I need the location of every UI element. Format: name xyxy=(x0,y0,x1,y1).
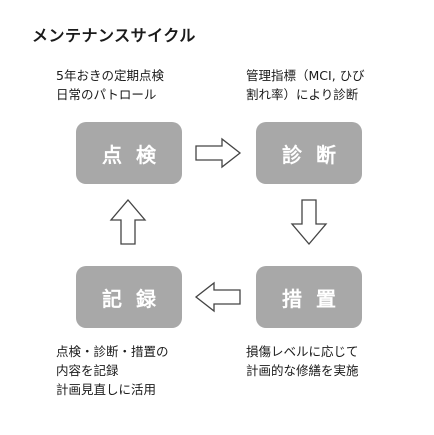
caption-line: 計画的な修繕を実施 xyxy=(246,363,359,378)
caption-line: 管理指標（MCI, ひび xyxy=(246,68,365,83)
caption-line: 5年おきの定期点検 xyxy=(56,68,164,83)
caption-diagnosis: 管理指標（MCI, ひび 割れ率）により診断 xyxy=(246,66,365,104)
arrow-left-icon xyxy=(194,281,242,313)
arrow-up-icon xyxy=(107,198,149,246)
arrow-right-icon xyxy=(194,137,242,169)
box-inspection: 点検 xyxy=(76,122,182,184)
caption-line: 割れ率）により診断 xyxy=(246,87,359,102)
box-measures: 措置 xyxy=(256,266,362,328)
caption-line: 損傷レベルに応じて xyxy=(246,344,359,359)
box-diagnosis: 診断 xyxy=(256,122,362,184)
caption-measures: 損傷レベルに応じて 計画的な修繕を実施 xyxy=(246,342,359,380)
box-record: 記録 xyxy=(76,266,182,328)
caption-line: 計画見直しに活用 xyxy=(56,382,157,397)
caption-inspection: 5年おきの定期点検 日常のパトロール xyxy=(56,66,164,104)
arrow-down-icon xyxy=(288,198,330,246)
diagram-title: メンテナンスサイクル xyxy=(32,26,196,45)
caption-line: 内容を記録 xyxy=(56,363,119,378)
caption-line: 日常のパトロール xyxy=(56,87,157,102)
caption-line: 点検・診断・措置の xyxy=(56,344,169,359)
caption-record: 点検・診断・措置の 内容を記録 計画見直しに活用 xyxy=(56,342,169,399)
